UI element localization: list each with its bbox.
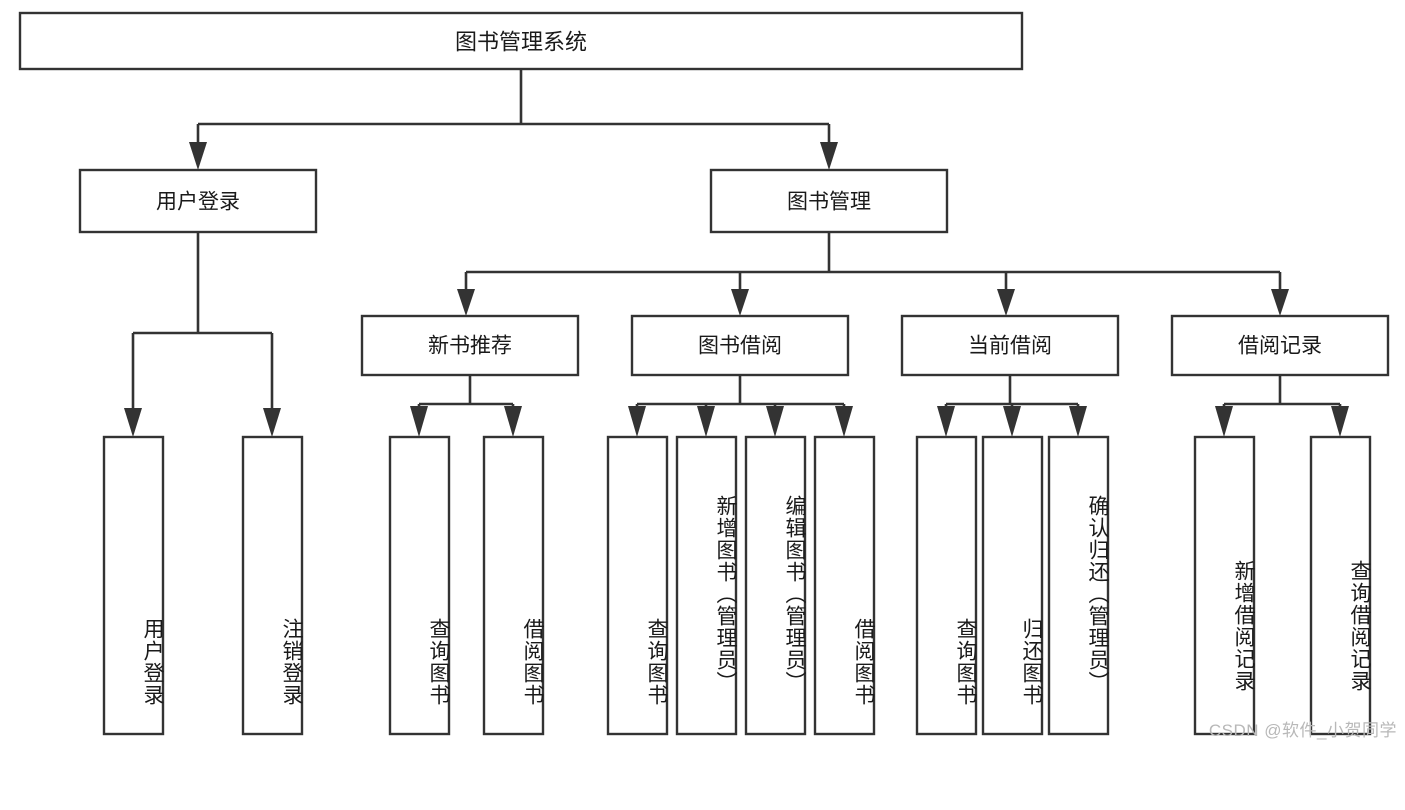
node-book-manage[interactable]: 图书管理 — [709, 168, 949, 234]
leaf-confirm-return-box[interactable] — [1047, 435, 1110, 736]
node-current-borrow-label: 当前借阅 — [968, 335, 1052, 358]
node-borrow-record[interactable]: 借阅记录 — [1170, 314, 1390, 377]
csdn-watermark: CSDN @软件_小贺同学 — [1208, 721, 1397, 740]
arrow-bookmanage-to-current-borrow — [997, 289, 1015, 316]
leaf-borrow-book-1-box[interactable] — [482, 435, 545, 736]
arrow-root-to-book-manage — [820, 142, 838, 170]
node-user-login-box[interactable] — [78, 168, 318, 234]
leaf-query-book-3-box[interactable] — [915, 435, 978, 736]
arrow-currentborrow-to-leaf-3 — [1069, 406, 1087, 437]
node-book-borrow-label: 图书借阅 — [698, 335, 782, 358]
leaf-return-book-box[interactable] — [981, 435, 1044, 736]
node-current-borrow[interactable]: 当前借阅 — [900, 314, 1120, 377]
arrow-borrowrecord-to-leaf-2 — [1331, 406, 1349, 437]
arrow-bookmanage-to-book-borrow — [731, 289, 749, 316]
arrow-bookborrow-to-leaf-2 — [697, 406, 715, 437]
leaf-borrow-book-2-box[interactable] — [813, 435, 876, 736]
arrow-currentborrow-to-leaf-1 — [937, 406, 955, 437]
node-user-login-label: 用户登录 — [156, 191, 240, 214]
node-current-borrow-box[interactable] — [900, 314, 1120, 377]
node-book-manage-label: 图书管理 — [787, 191, 871, 214]
arrow-currentborrow-to-leaf-2 — [1003, 406, 1021, 437]
node-root-box[interactable] — [18, 11, 1024, 71]
node-root[interactable]: 图书管理系统 — [18, 11, 1024, 71]
node-new-book-recommend-box[interactable] — [360, 314, 580, 377]
arrow-bookmanage-to-new-book — [457, 289, 475, 316]
leaf-query-book-1-box[interactable] — [388, 435, 451, 736]
node-user-login[interactable]: 用户登录 — [78, 168, 318, 234]
arrow-root-to-user-login — [189, 142, 207, 170]
leaf-user-login-box[interactable] — [102, 435, 165, 736]
leaf-add-record-box[interactable] — [1193, 435, 1256, 736]
arrow-userlogin-to-leaf-1 — [124, 408, 142, 437]
leaf-edit-book-box[interactable] — [744, 435, 807, 736]
arrow-borrowrecord-to-leaf-1 — [1215, 406, 1233, 437]
leaf-query-record-box[interactable] — [1309, 435, 1372, 736]
leaf-query-book-2-box[interactable] — [606, 435, 669, 736]
arrow-bookborrow-to-leaf-4 — [835, 406, 853, 437]
node-borrow-record-label: 借阅记录 — [1238, 335, 1322, 358]
arrow-userlogin-to-leaf-2 — [263, 408, 281, 437]
connectors-group — [124, 69, 1349, 437]
node-borrow-record-box[interactable] — [1170, 314, 1390, 377]
node-book-borrow-box[interactable] — [630, 314, 850, 377]
node-book-borrow[interactable]: 图书借阅 — [630, 314, 850, 377]
node-book-manage-box[interactable] — [709, 168, 949, 234]
arrow-newbook-to-leaf-2 — [504, 406, 522, 437]
node-root-label: 图书管理系统 — [455, 30, 587, 55]
arrow-bookborrow-to-leaf-3 — [766, 406, 784, 437]
node-new-book-recommend[interactable]: 新书推荐 — [360, 314, 580, 377]
leaf-add-book-box[interactable] — [675, 435, 738, 736]
diagram-canvas: 图书管理系统 用户登录 图书管理 新书推荐 图书借阅 当前借阅 借阅记录 — [18, 11, 1397, 740]
node-new-book-recommend-label: 新书推荐 — [428, 335, 512, 358]
leaf-logout-login-box[interactable] — [241, 435, 304, 736]
leaf-boxes-group — [102, 435, 1372, 736]
arrow-bookborrow-to-leaf-1 — [628, 406, 646, 437]
arrow-newbook-to-leaf-1 — [410, 406, 428, 437]
flowchart-svg: 图书管理系统 用户登录 图书管理 新书推荐 图书借阅 当前借阅 借阅记录 — [18, 11, 1390, 736]
arrow-bookmanage-to-borrow-record — [1271, 289, 1289, 316]
